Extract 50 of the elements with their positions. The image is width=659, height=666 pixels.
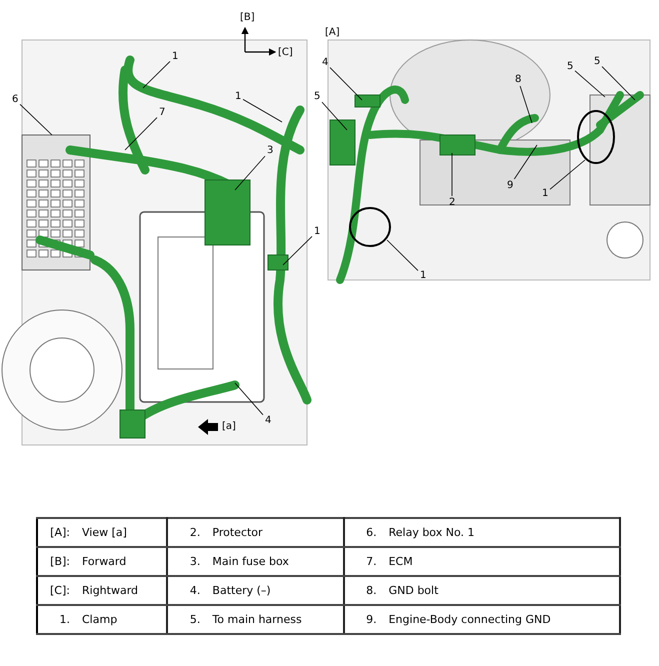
leader-line (386, 240, 418, 271)
callout-key: 2. (167, 518, 208, 547)
callout-number: 8 (514, 74, 522, 85)
leader-line (124, 117, 158, 150)
callout-number: 3 (266, 145, 274, 156)
part-description: To main harness (208, 605, 344, 634)
callout-number: 5 (313, 91, 322, 102)
callout-number: 1 (419, 270, 428, 281)
part-description: GND bolt (384, 576, 620, 605)
part-description: View [a] (78, 518, 168, 547)
callout-number: 2 (448, 197, 456, 208)
callout-number: 1 (234, 91, 242, 102)
callout-number: 5 (566, 61, 574, 72)
callout-number: 4 (321, 57, 330, 68)
part-description: Battery (–) (208, 576, 344, 605)
callout-number: 1 (171, 51, 180, 62)
part-description: Forward (78, 547, 168, 576)
leader-line (602, 66, 636, 100)
view-label: [B] (240, 12, 255, 23)
leader-line (520, 86, 532, 124)
part-description: Protector (208, 518, 344, 547)
callout-key: 6. (344, 518, 385, 547)
leader-line (234, 382, 264, 416)
leader-line (322, 102, 348, 130)
leader-line (20, 104, 52, 136)
callout-number: 9 (506, 180, 514, 191)
part-description: ECM (384, 547, 620, 576)
leader-line (142, 61, 170, 88)
callout-number: 7 (158, 107, 166, 118)
callout-number: 6 (11, 94, 20, 105)
view-label: [a] (222, 421, 236, 432)
leader-line (574, 70, 606, 98)
view-label: [C] (278, 47, 293, 58)
part-description: Clamp (78, 605, 168, 634)
callout-number: 5 (593, 56, 602, 67)
leader-line (242, 99, 282, 122)
view-label: [A] (325, 27, 340, 38)
callout-number: 1 (313, 226, 322, 237)
leader-line (514, 144, 538, 180)
part-description: Engine-Body connecting GND (384, 605, 620, 634)
callout-number: 1 (541, 188, 550, 199)
leader-line (330, 67, 362, 100)
callout-key: [A]: (37, 518, 78, 547)
leader-line (282, 236, 312, 266)
leader-line (234, 156, 266, 190)
part-description: Rightward (78, 576, 168, 605)
leader-line (550, 160, 586, 190)
part-description: Relay box No. 1 (384, 518, 620, 547)
part-description: Main fuse box (208, 547, 344, 576)
callout-number: 4 (264, 415, 272, 426)
